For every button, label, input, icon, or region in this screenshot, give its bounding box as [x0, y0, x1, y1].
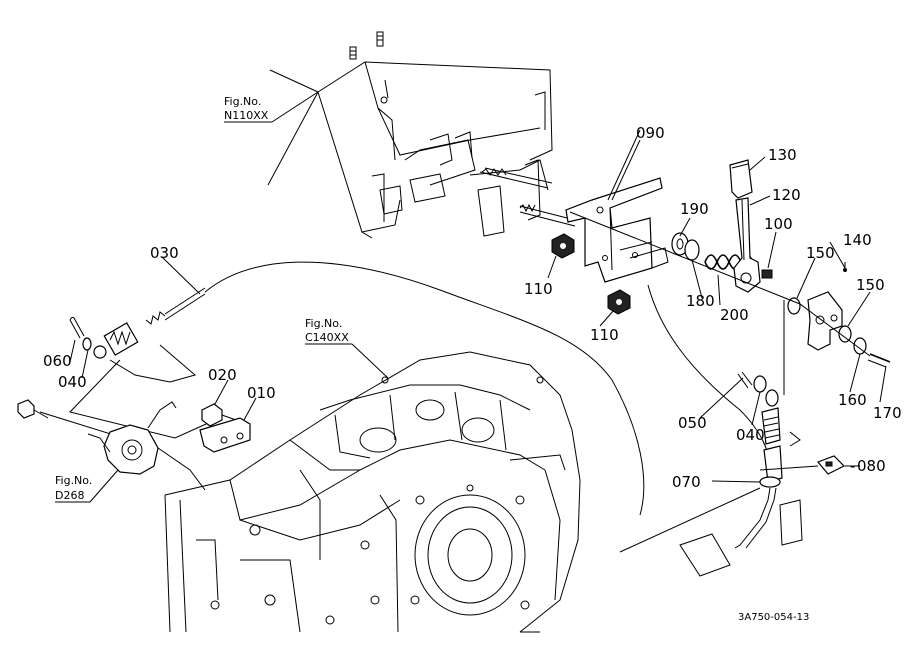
diagram-code: 3A750-054-13 — [738, 612, 809, 623]
fig-ref-prefix: Fig.No. — [224, 95, 261, 108]
screw-100 — [761, 269, 773, 279]
fig-ref-c140xx: Fig.No. C140XX — [305, 317, 389, 379]
part-label-080: 080 — [857, 457, 886, 475]
pin-170 — [867, 353, 891, 368]
part-label-020: 020 — [208, 366, 237, 384]
part-label-030: 030 — [150, 244, 179, 262]
part-label-160: 160 — [838, 391, 867, 409]
transmission-case — [164, 351, 581, 633]
upper-housing — [317, 31, 576, 239]
cable-end-right — [619, 300, 846, 577]
dash-080: - — [850, 457, 855, 475]
fig-ref-prefix: Fig.No. — [55, 474, 92, 487]
part-label-110: 110 — [524, 280, 553, 298]
fig-ref-d268: Fig.No. D268 — [55, 469, 119, 503]
part-label-120: 120 — [772, 186, 801, 204]
part-label-150-right: 150 — [856, 276, 885, 294]
nut-110-lower — [607, 289, 631, 315]
fig-ref-number: N110XX — [224, 109, 269, 122]
part-label-050: 050 — [678, 414, 707, 432]
bracket-140 — [807, 291, 843, 351]
part-label-150: 150 — [806, 244, 835, 262]
fig-ref-n110xx: Fig.No. N110XX — [224, 69, 319, 186]
cable-030 — [93, 261, 771, 516]
part-label-130: 130 — [768, 146, 797, 164]
part-label-040: 040 — [58, 373, 87, 391]
bracket-090 — [565, 129, 669, 283]
lower-left-assembly — [17, 344, 251, 491]
part-label-070: 070 — [672, 473, 701, 491]
part-label-040-right: 040 — [736, 426, 765, 444]
part-label-060: 060 — [43, 352, 72, 370]
nut-110-upper — [551, 233, 575, 259]
washer-190 — [671, 232, 689, 256]
part-labels: 090 130 120 190 100 140 150 110 180 200 … — [43, 124, 902, 491]
part-label-200: 200 — [720, 306, 749, 324]
part-label-010: 010 — [247, 384, 276, 402]
part-label-170: 170 — [873, 404, 902, 422]
bushing-150-right — [838, 325, 852, 343]
part-label-190: 190 — [680, 200, 709, 218]
part-label-110-lower: 110 — [590, 326, 619, 344]
fig-ref-number: D268 — [55, 489, 84, 502]
knob-130 — [729, 159, 753, 199]
fig-ref-prefix: Fig.No. — [305, 317, 342, 330]
part-label-180: 180 — [686, 292, 715, 310]
washer-180 — [684, 239, 700, 261]
fig-ref-number: C140XX — [305, 331, 349, 344]
lever-120 — [733, 197, 761, 293]
part-label-140: 140 — [843, 231, 872, 249]
part-label-100: 100 — [764, 215, 793, 233]
part-label-090: 090 — [636, 124, 665, 142]
bushing-150-left — [787, 297, 801, 315]
cotter-pin-060 — [69, 316, 85, 339]
callout-leaders — [69, 139, 887, 483]
washer-040-left — [82, 337, 92, 351]
